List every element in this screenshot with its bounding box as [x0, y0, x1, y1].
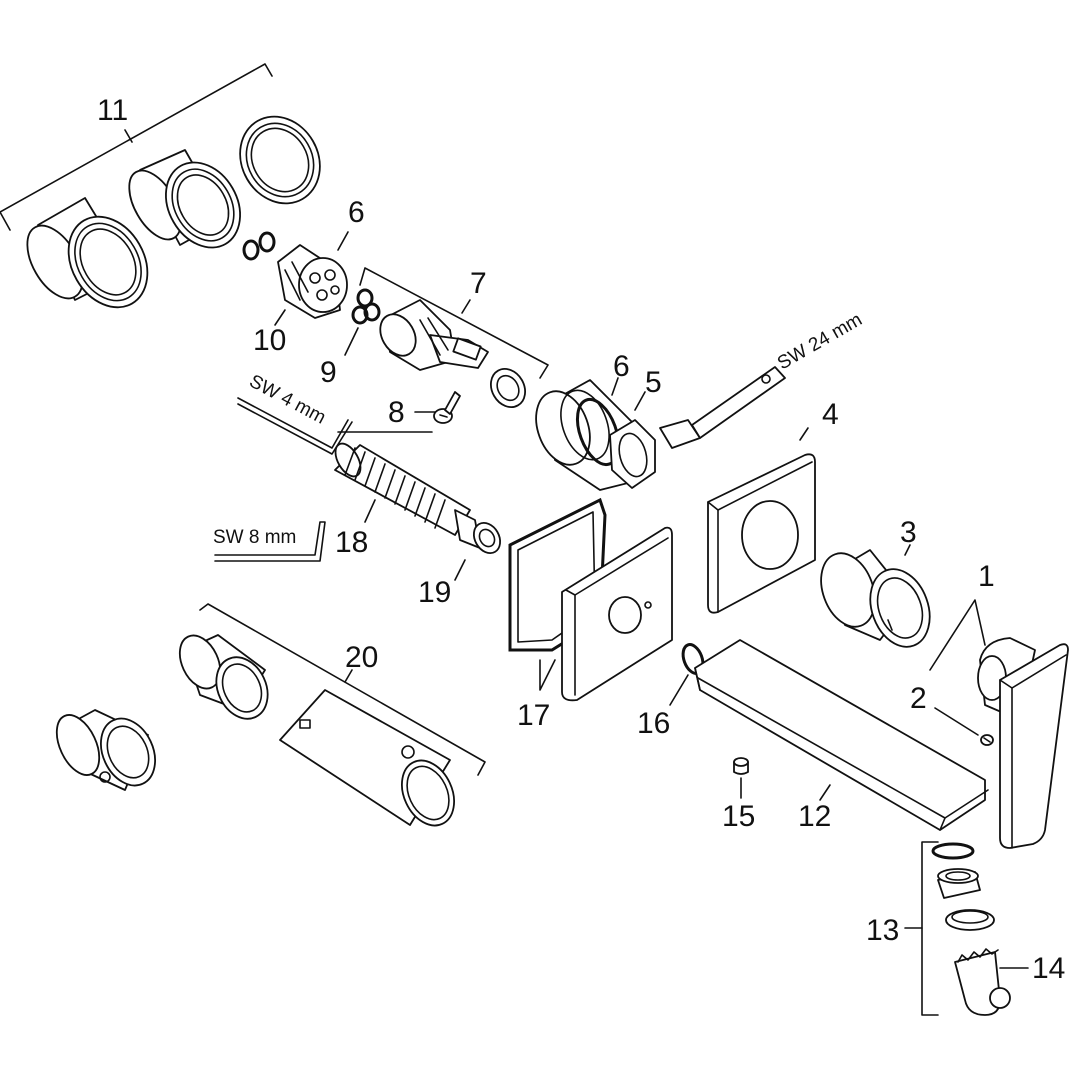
part-11-threaded-sleeves [0, 63, 321, 309]
callout-4: 4 [822, 398, 839, 431]
leader-3 [904, 544, 911, 556]
part-15-set-screw [733, 757, 749, 799]
callout-7: 7 [470, 267, 487, 300]
part-7-mixer-cartridge [344, 267, 549, 408]
tool-sw8-hex-key [214, 521, 326, 562]
callout-12: 12 [798, 800, 831, 833]
callout-19: 19 [418, 576, 451, 609]
part-8-screw [414, 391, 461, 424]
leader-19 [454, 559, 466, 581]
part-1-handle [929, 599, 1069, 849]
leader-6-top [337, 231, 349, 251]
leader-18 [364, 499, 376, 523]
callout-2: 2 [910, 682, 927, 715]
leader-4 [799, 427, 809, 441]
leader-7 [461, 299, 471, 314]
callout-14: 14 [1032, 952, 1065, 985]
aerator-ring [945, 909, 995, 931]
leader-5 [634, 391, 646, 411]
long-tube [279, 689, 455, 827]
callout-6-top: 6 [348, 196, 365, 229]
bracket-11 [0, 63, 273, 213]
part-10-diverter-cartridge [242, 231, 349, 326]
adapter-sleeve [178, 634, 269, 720]
callout-11: 11 [97, 94, 128, 127]
bracket-13 [921, 841, 939, 1016]
part-4-square-rosette [707, 427, 816, 614]
callout-labels: 11 6 7 10 9 6 5 8 4 18 3 1 19 20 2 17 16… [97, 94, 1065, 985]
callout-6-mid: 6 [613, 350, 630, 383]
callout-8: 8 [388, 396, 405, 429]
callout-20: 20 [345, 641, 378, 674]
cap-sleeve [55, 709, 156, 791]
callout-15: 15 [722, 800, 755, 833]
bracket-7 [359, 267, 549, 379]
callout-1: 1 [978, 560, 995, 593]
bracket-11-end [0, 211, 11, 231]
nut-ring [490, 368, 526, 408]
callout-3: 3 [900, 516, 917, 549]
leader-2 [934, 707, 979, 736]
leader-16 [669, 674, 689, 706]
leader-9 [344, 327, 359, 356]
part-13-aerator-set [904, 841, 1029, 1016]
label-sw24: SW 24 mm [774, 309, 866, 374]
leader-1 [929, 599, 986, 671]
oring-trio-9 [351, 288, 381, 325]
part-14-aerator-key [954, 948, 1029, 1016]
callout-10: 10 [253, 324, 286, 357]
oring-pair-10 [242, 231, 276, 261]
callout-17: 17 [517, 699, 550, 732]
callout-13: 13 [866, 914, 899, 947]
aerator-insert [937, 868, 981, 899]
leader-12 [819, 784, 831, 801]
callout-18: 18 [335, 526, 368, 559]
label-sw4: SW 4 mm [246, 371, 329, 429]
sleeve-medium [128, 149, 241, 249]
callout-5: 5 [645, 366, 662, 399]
leader-20 [344, 669, 353, 683]
part-20-sleeve-set [55, 603, 486, 827]
part-3-sleeve [820, 544, 931, 648]
callout-16: 16 [637, 707, 670, 740]
part-18-extension-pipe [334, 442, 502, 581]
aerator-washer [931, 842, 975, 860]
bracket-20 [199, 603, 486, 776]
leader-6-mid [611, 377, 619, 396]
part-2-screw [934, 707, 994, 746]
leader-10 [274, 309, 286, 326]
part-12-spout [694, 639, 989, 831]
callout-9: 9 [320, 356, 337, 389]
tool-sw4-hex-key [237, 397, 433, 455]
tool-sw24-wrench [659, 366, 786, 449]
label-sw8: SW 8 mm [213, 527, 296, 548]
part-5-valve-body [535, 377, 656, 491]
part-17-gasket-and-plate [508, 497, 673, 702]
sleeve-small [239, 115, 321, 205]
sleeve-large [26, 197, 149, 309]
leader-17 [539, 659, 556, 691]
leader-11 [124, 129, 133, 143]
